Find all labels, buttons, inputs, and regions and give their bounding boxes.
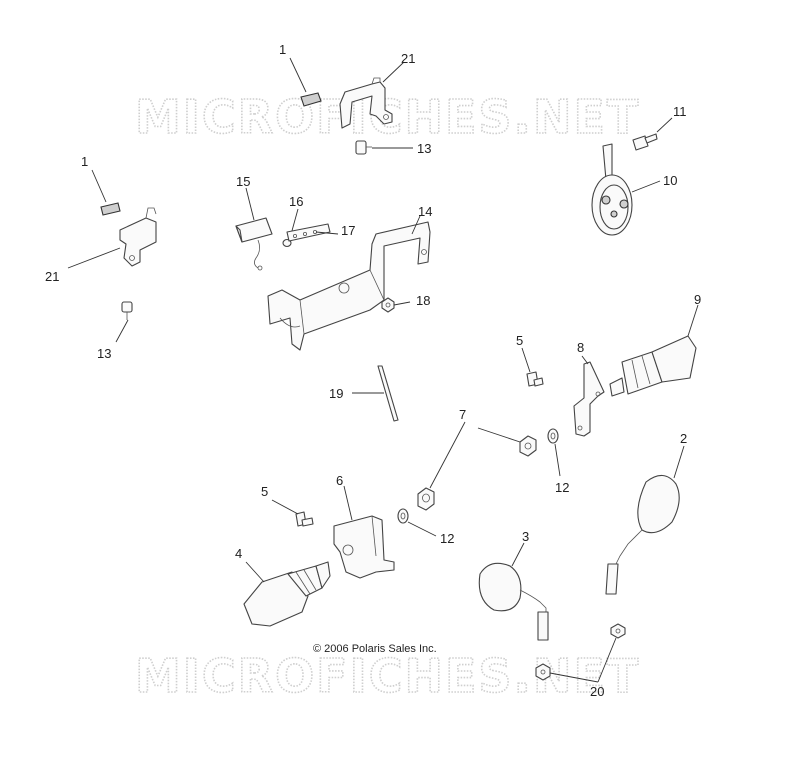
part-13-screw-left	[121, 301, 133, 320]
callout-2: 2	[680, 431, 687, 446]
callout-7-top: 7	[459, 407, 466, 422]
callout-13-left: 13	[97, 346, 111, 361]
part-21-bracket-top	[339, 77, 393, 129]
part-18-nut	[381, 297, 395, 313]
callout-13-top: 13	[417, 141, 431, 156]
callout-5-right: 5	[516, 333, 523, 348]
part-19-cable-tie	[377, 365, 399, 422]
callout-21-top: 21	[401, 51, 415, 66]
part-7-nut-middle	[417, 487, 435, 511]
part-21-bracket-left	[119, 207, 157, 267]
callout-11: 11	[673, 104, 687, 119]
callout-10: 10	[663, 173, 677, 188]
callout-20: 20	[590, 684, 604, 699]
part-7-nut-right	[519, 435, 537, 457]
part-4-turn-signal-left	[243, 561, 331, 627]
callout-9: 9	[694, 292, 701, 307]
part-20-nut-lower	[535, 663, 551, 681]
callout-17: 17	[341, 223, 355, 238]
callout-18: 18	[416, 293, 430, 308]
callout-21-left: 21	[45, 269, 59, 284]
callout-19: 19	[329, 386, 343, 401]
callout-1-top: 1	[279, 42, 286, 57]
callout-4: 4	[235, 546, 242, 561]
copyright-text: © 2006 Polaris Sales Inc.	[313, 643, 437, 655]
part-14-main-bracket	[267, 221, 431, 351]
callout-16: 16	[289, 194, 303, 209]
part-1-pad-top	[300, 92, 322, 107]
part-9-turn-signal-right	[609, 335, 697, 397]
part-5-bolt-left	[295, 511, 314, 527]
watermark-bottom: MICROFICHES.NET	[135, 649, 640, 703]
callout-6: 6	[336, 473, 343, 488]
callout-12-left: 12	[440, 531, 454, 546]
part-1-pad-left	[100, 202, 121, 216]
part-2-mirror	[605, 474, 680, 595]
callout-12-right: 12	[555, 480, 569, 495]
part-20-nut-upper	[610, 623, 626, 639]
part-3-mirror	[478, 562, 549, 641]
part-12-washer-middle	[397, 508, 409, 524]
callout-15: 15	[236, 174, 250, 189]
callout-1-left: 1	[81, 154, 88, 169]
part-5-bolt-right	[526, 371, 544, 387]
part-15-module	[235, 217, 273, 271]
callout-3: 3	[522, 529, 529, 544]
part-8-mount-bracket	[573, 361, 605, 437]
part-12-washer-right	[547, 428, 559, 444]
part-6-mount-bracket	[333, 515, 395, 579]
part-10-horn	[591, 143, 633, 236]
part-11-bolt	[632, 133, 658, 151]
callout-8: 8	[577, 340, 584, 355]
callout-5-left: 5	[261, 484, 268, 499]
part-13-screw-top	[355, 140, 372, 155]
callout-14: 14	[418, 204, 432, 219]
